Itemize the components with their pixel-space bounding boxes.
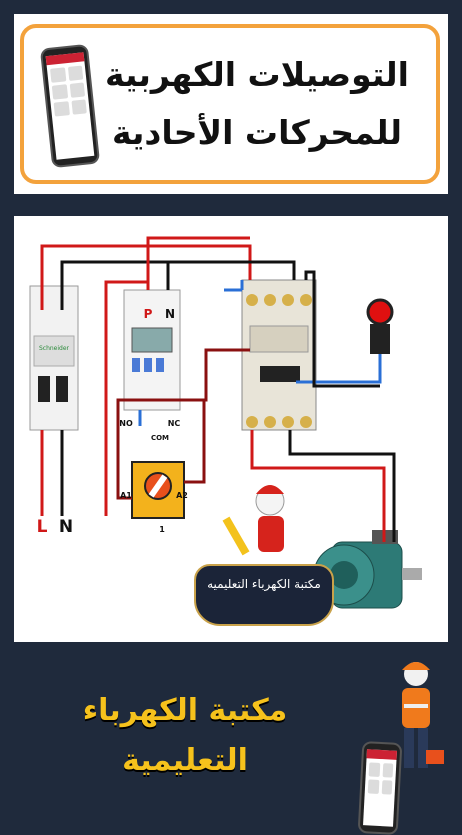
electrician-figure: [222, 485, 285, 556]
brand-title: مكتبة الكهرباء التعليمية: [82, 693, 288, 778]
page-title: التوصيلات الكهربية للمحركات الأحادية: [104, 55, 409, 152]
label-no: NO: [119, 419, 133, 428]
wires: [40, 236, 396, 542]
label-p: P: [144, 307, 153, 321]
digital-timer: [123, 289, 181, 411]
title-card: التوصيلات الكهربية للمحركات الأحادية: [20, 24, 440, 184]
supply-label-n: N: [59, 517, 73, 537]
label-com: COM: [151, 434, 169, 442]
circuit-breaker: Schneider: [29, 285, 79, 431]
wiring-diagram-svg: Schneider: [29, 236, 422, 609]
pilot-lamp: [366, 298, 394, 354]
svg-text:Schneider: Schneider: [39, 345, 70, 352]
label-a2: A2: [176, 491, 188, 500]
contactor: [241, 279, 317, 431]
supply-label-l: L: [37, 517, 48, 537]
worker-mascot-icon: [402, 662, 444, 768]
label-a1: A1: [120, 491, 132, 500]
wiring-diagram: Schneider: [14, 216, 448, 642]
label-nc: NC: [168, 419, 181, 428]
label-1: 1: [159, 525, 165, 534]
selector-switch: [131, 461, 185, 519]
library-badge: مكتبة الكهرباء التعليميه: [194, 564, 334, 626]
label-n-timer: N: [165, 307, 175, 321]
title-panel: التوصيلات الكهربية للمحركات الأحادية: [14, 14, 448, 194]
brand-panel: مكتبة الكهرباء التعليمية: [14, 646, 448, 835]
